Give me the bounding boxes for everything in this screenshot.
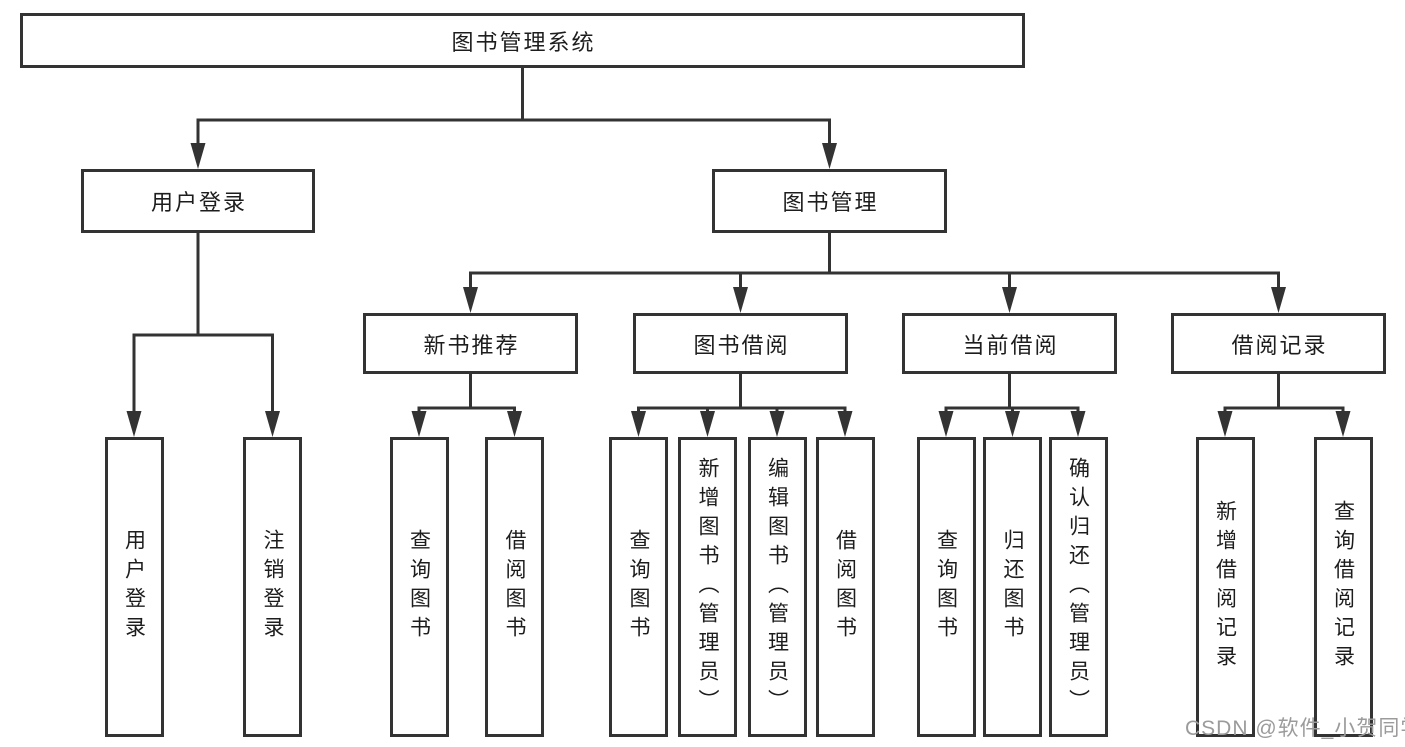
node-book-management: 图书管理 [712, 169, 947, 233]
leaf-current-return-books: 归还图书 [983, 437, 1042, 737]
leaf-current-query-books-label: 查询图书 [934, 529, 958, 645]
leaf-user-login: 用户登录 [104, 437, 164, 737]
branch-book-borrow [631, 374, 853, 437]
leaf-records-query-record: 查询借阅记录 [1313, 437, 1373, 737]
node-new-book-recommend-label: 新书推荐 [423, 332, 520, 358]
leaf-borrow-add-books-label: 新增图书（管理员） [696, 456, 719, 718]
branch-user-login [126, 233, 280, 437]
leaf-records-add-record: 新增借阅记录 [1195, 437, 1255, 737]
branch-root [190, 68, 837, 169]
node-book-borrow: 图书借阅 [633, 313, 848, 374]
leaf-current-confirm-return-label: 确认归还（管理员） [1066, 456, 1090, 718]
leaf-borrow-add-books: 新增图书（管理员） [678, 437, 737, 737]
leaf-borrow-edit-books: 编辑图书（管理员） [747, 437, 807, 737]
leaf-recommend-query-books: 查询图书 [389, 437, 449, 737]
node-book-management-label: 图书管理 [782, 190, 879, 215]
leaf-recommend-borrow-books-label: 借阅图书 [503, 529, 526, 645]
csdn-watermark: CSDN @软件_小贺同学 [1185, 717, 1405, 740]
leaf-records-query-record-label: 查询借阅记录 [1331, 500, 1355, 674]
leaf-logout-label: 注销登录 [261, 529, 284, 645]
leaf-current-query-books: 查询图书 [916, 437, 976, 737]
node-borrow-records-label: 借阅记录 [1231, 332, 1328, 358]
node-user-login: 用户登录 [81, 169, 315, 233]
leaf-current-confirm-return: 确认归还（管理员） [1048, 437, 1108, 737]
leaf-borrow-query-books: 查询图书 [609, 437, 668, 737]
node-book-borrow-label: 图书借阅 [693, 332, 790, 358]
node-user-login-label: 用户登录 [150, 190, 247, 215]
branch-borrow-records [1217, 374, 1351, 437]
leaf-records-add-record-label: 新增借阅记录 [1213, 500, 1237, 674]
leaf-borrow-edit-books-label: 编辑图书（管理员） [765, 456, 789, 718]
node-current-borrow: 当前借阅 [902, 313, 1117, 374]
node-current-borrow-label: 当前借阅 [962, 332, 1059, 358]
leaf-borrow-borrow-books: 借阅图书 [815, 437, 875, 737]
leaf-recommend-query-books-label: 查询图书 [407, 529, 431, 645]
branch-book-management [463, 233, 1286, 313]
leaf-recommend-borrow-books: 借阅图书 [485, 437, 544, 737]
leaf-borrow-borrow-books-label: 借阅图书 [833, 529, 857, 645]
leaf-user-login-label: 用户登录 [122, 529, 146, 645]
node-borrow-records: 借阅记录 [1171, 313, 1386, 374]
node-root: 图书管理系统 [20, 13, 1025, 68]
branch-current-borrow [938, 374, 1086, 437]
node-new-book-recommend: 新书推荐 [363, 313, 578, 374]
leaf-current-return-books-label: 归还图书 [1001, 529, 1024, 645]
leaf-borrow-query-books-label: 查询图书 [627, 529, 650, 645]
node-root-label: 图书管理系统 [451, 29, 596, 55]
leaf-logout: 注销登录 [243, 437, 302, 737]
branch-new-book-recommend [411, 374, 522, 437]
